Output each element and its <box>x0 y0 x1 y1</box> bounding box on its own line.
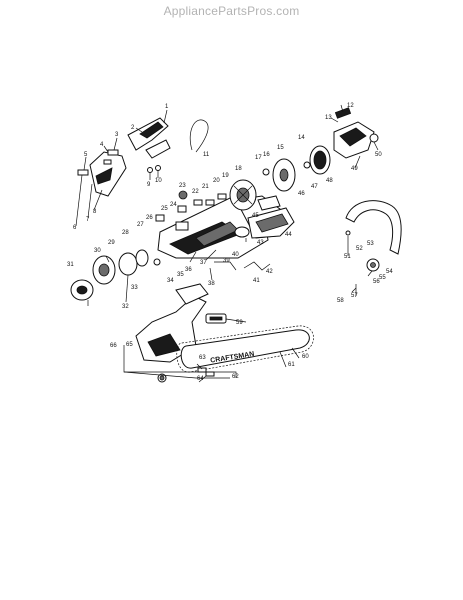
fan-assembly <box>229 179 257 211</box>
gear-cover <box>247 207 295 239</box>
callout-53: 53 <box>367 241 374 247</box>
cable-part <box>189 119 209 153</box>
callout-15: 15 <box>277 145 284 151</box>
callout-18: 18 <box>235 166 242 172</box>
callout-32: 32 <box>122 304 129 310</box>
callout-64: 64 <box>197 376 204 382</box>
callout-52: 52 <box>356 246 363 252</box>
callout-24: 24 <box>170 202 177 208</box>
gear-assembly <box>257 145 331 211</box>
callout-44: 44 <box>285 232 292 238</box>
callout-23: 23 <box>179 183 186 189</box>
callout-47: 47 <box>311 184 318 190</box>
callout-22: 22 <box>192 189 199 195</box>
callout-65: 65 <box>126 342 133 348</box>
callout-2: 2 <box>131 125 135 131</box>
callout-42: 42 <box>266 269 273 275</box>
callout-19: 19 <box>222 173 229 179</box>
callout-41: 41 <box>253 278 260 284</box>
callout-numbers: 1 2 3 4 5 6 7 8 9 10 11 12 13 14 15 16 1… <box>67 103 393 382</box>
callout-38: 38 <box>208 281 215 287</box>
tension-part <box>214 261 237 271</box>
callout-7: 7 <box>86 217 90 223</box>
callout-39: 39 <box>223 258 230 264</box>
callout-54: 54 <box>386 269 393 275</box>
callout-20: 20 <box>213 178 220 184</box>
callout-59: 59 <box>236 320 243 326</box>
callout-3: 3 <box>115 132 119 138</box>
callout-21: 21 <box>202 184 209 190</box>
callout-43: 43 <box>257 240 264 246</box>
callout-6: 6 <box>73 225 77 231</box>
callout-26: 26 <box>146 215 153 221</box>
callout-5: 5 <box>84 152 88 158</box>
small-fasteners <box>155 190 227 222</box>
sprocket-drum-assembly <box>70 249 161 301</box>
guide-bar-and-chain: CRAFTSMAN <box>176 325 314 377</box>
callout-50: 50 <box>375 152 382 158</box>
callout-66: 66 <box>110 343 117 349</box>
callout-30: 30 <box>94 248 101 254</box>
callout-36: 36 <box>185 267 192 273</box>
front-handle <box>345 200 402 296</box>
callout-9: 9 <box>147 182 151 188</box>
site-watermark: AppliancePartsPros.com <box>163 4 300 18</box>
callout-14: 14 <box>298 135 305 141</box>
callout-63: 63 <box>199 355 206 361</box>
scabbard <box>205 313 227 324</box>
callout-27: 27 <box>137 222 144 228</box>
callout-17: 17 <box>255 155 262 161</box>
callout-8: 8 <box>93 209 97 215</box>
callout-28: 28 <box>122 230 129 236</box>
callout-13: 13 <box>325 115 332 121</box>
callout-12: 12 <box>347 103 354 109</box>
callout-48: 48 <box>326 178 333 184</box>
callout-62: 62 <box>232 374 239 380</box>
callout-34: 34 <box>167 278 174 284</box>
callout-60: 60 <box>302 354 309 360</box>
callout-40: 40 <box>232 252 239 258</box>
callout-1: 1 <box>165 104 169 110</box>
callout-31: 31 <box>67 262 74 268</box>
callout-29: 29 <box>108 240 115 246</box>
handle-cover-assembly <box>77 117 171 197</box>
oil-cap-assembly <box>333 107 379 159</box>
callout-49: 49 <box>351 166 358 172</box>
callout-58: 58 <box>337 298 344 304</box>
callout-61: 61 <box>288 362 295 368</box>
callout-10: 10 <box>155 178 162 184</box>
callout-35: 35 <box>177 272 184 278</box>
callout-57: 57 <box>351 293 358 299</box>
callout-4: 4 <box>100 142 104 148</box>
callout-51: 51 <box>344 254 351 260</box>
callout-11: 11 <box>203 152 210 158</box>
callout-16: 16 <box>263 152 270 158</box>
callout-45: 45 <box>252 213 259 219</box>
callout-33: 33 <box>131 285 138 291</box>
callout-46: 46 <box>298 191 305 197</box>
spring-part <box>243 261 271 271</box>
callout-37: 37 <box>200 260 207 266</box>
leader-lines <box>75 104 379 383</box>
callout-55: 55 <box>379 275 386 281</box>
callout-56: 56 <box>373 279 380 285</box>
callout-25: 25 <box>161 206 168 212</box>
